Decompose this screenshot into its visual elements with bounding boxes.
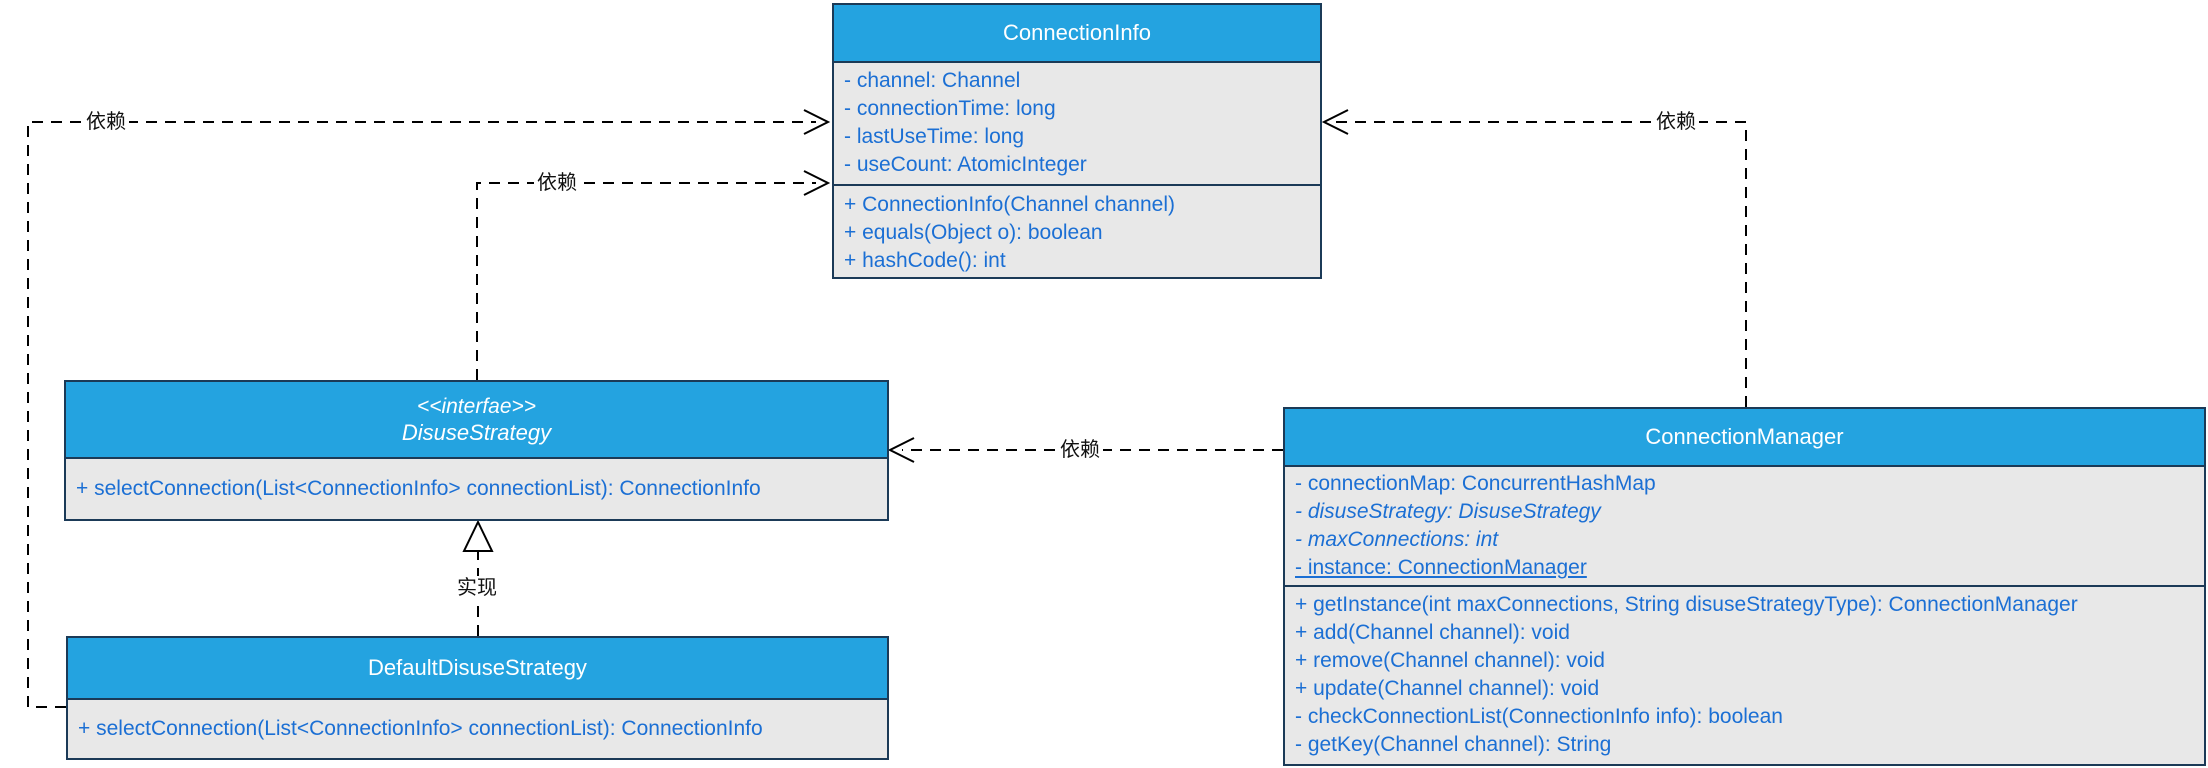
edge-label-dependency-manager-to-info: 依赖: [1653, 110, 1699, 134]
class-member: - checkConnectionList(ConnectionInfo inf…: [1295, 705, 1783, 728]
class-member: + getInstance(int maxConnections, String…: [1295, 593, 2078, 616]
edge-label-realization: 实现: [454, 576, 500, 600]
class-connection-info[interactable]: ConnectionInfo - channel: Channel - conne…: [832, 3, 1322, 279]
class-member: - maxConnections: int: [1295, 528, 1499, 551]
class-member: - connectionMap: ConcurrentHashMap: [1295, 472, 1656, 495]
class-member: + hashCode(): int: [844, 249, 1006, 272]
methods-section: + getInstance(int maxConnections, String…: [1285, 585, 2204, 764]
class-member: + selectConnection(List<ConnectionInfo> …: [78, 717, 763, 740]
methods-section: + selectConnection(List<ConnectionInfo> …: [68, 700, 887, 758]
attributes-section: - channel: Channel - connectionTime: long…: [834, 63, 1320, 184]
class-member: + update(Channel channel): void: [1295, 677, 1600, 700]
class-member: + ConnectionInfo(Channel channel): [844, 193, 1175, 216]
edge-label-dependency-disuse-to-info: 依赖: [534, 171, 580, 195]
class-member: - getKey(Channel channel): String: [1295, 733, 1612, 756]
class-member: + remove(Channel channel): void: [1295, 649, 1605, 672]
class-title: DefaultDisuseStrategy: [68, 638, 887, 700]
class-connection-manager[interactable]: ConnectionManager - connectionMap: Concu…: [1283, 407, 2206, 766]
class-member: - channel: Channel: [844, 69, 1021, 92]
class-member: - disuseStrategy: DisuseStrategy: [1295, 500, 1601, 523]
class-title: ConnectionManager: [1285, 409, 2204, 467]
class-name: ConnectionInfo: [1003, 20, 1151, 45]
edge-label-dependency-default-to-info: 依赖: [83, 110, 129, 134]
class-title: ConnectionInfo: [834, 5, 1320, 63]
class-name: DisuseStrategy: [401, 419, 552, 445]
class-member: - lastUseTime: long: [844, 125, 1025, 148]
attributes-section: - connectionMap: ConcurrentHashMap - disu…: [1285, 467, 2204, 585]
edge-disuse-to-connection-info: [476, 170, 831, 380]
class-title: <<interfae>> DisuseStrategy: [66, 382, 887, 459]
class-member: - instance: ConnectionManager: [1295, 556, 1587, 579]
class-member: + add(Channel channel): void: [1295, 621, 1570, 644]
methods-section: + selectConnection(List<ConnectionInfo> …: [66, 459, 887, 519]
class-name: ConnectionManager: [1645, 424, 1844, 449]
class-member: + equals(Object o): boolean: [844, 221, 1103, 244]
stereotype-label: <<interfae>>: [416, 394, 537, 418]
methods-section: + ConnectionInfo(Channel channel) + equal…: [834, 184, 1320, 277]
interface-disuse-strategy[interactable]: <<interfae>> DisuseStrategy + selectConn…: [64, 380, 889, 521]
edge-manager-to-connection-info: [1321, 109, 1747, 407]
class-member: - useCount: AtomicInteger: [844, 153, 1087, 176]
class-member: + selectConnection(List<ConnectionInfo> …: [76, 477, 761, 500]
class-member: - connectionTime: long: [844, 97, 1056, 120]
edge-label-dependency-manager-to-disuse: 依赖: [1057, 438, 1103, 462]
class-default-disuse-strategy[interactable]: DefaultDisuseStrategy + selectConnection…: [66, 636, 889, 760]
class-name: DefaultDisuseStrategy: [368, 655, 587, 680]
